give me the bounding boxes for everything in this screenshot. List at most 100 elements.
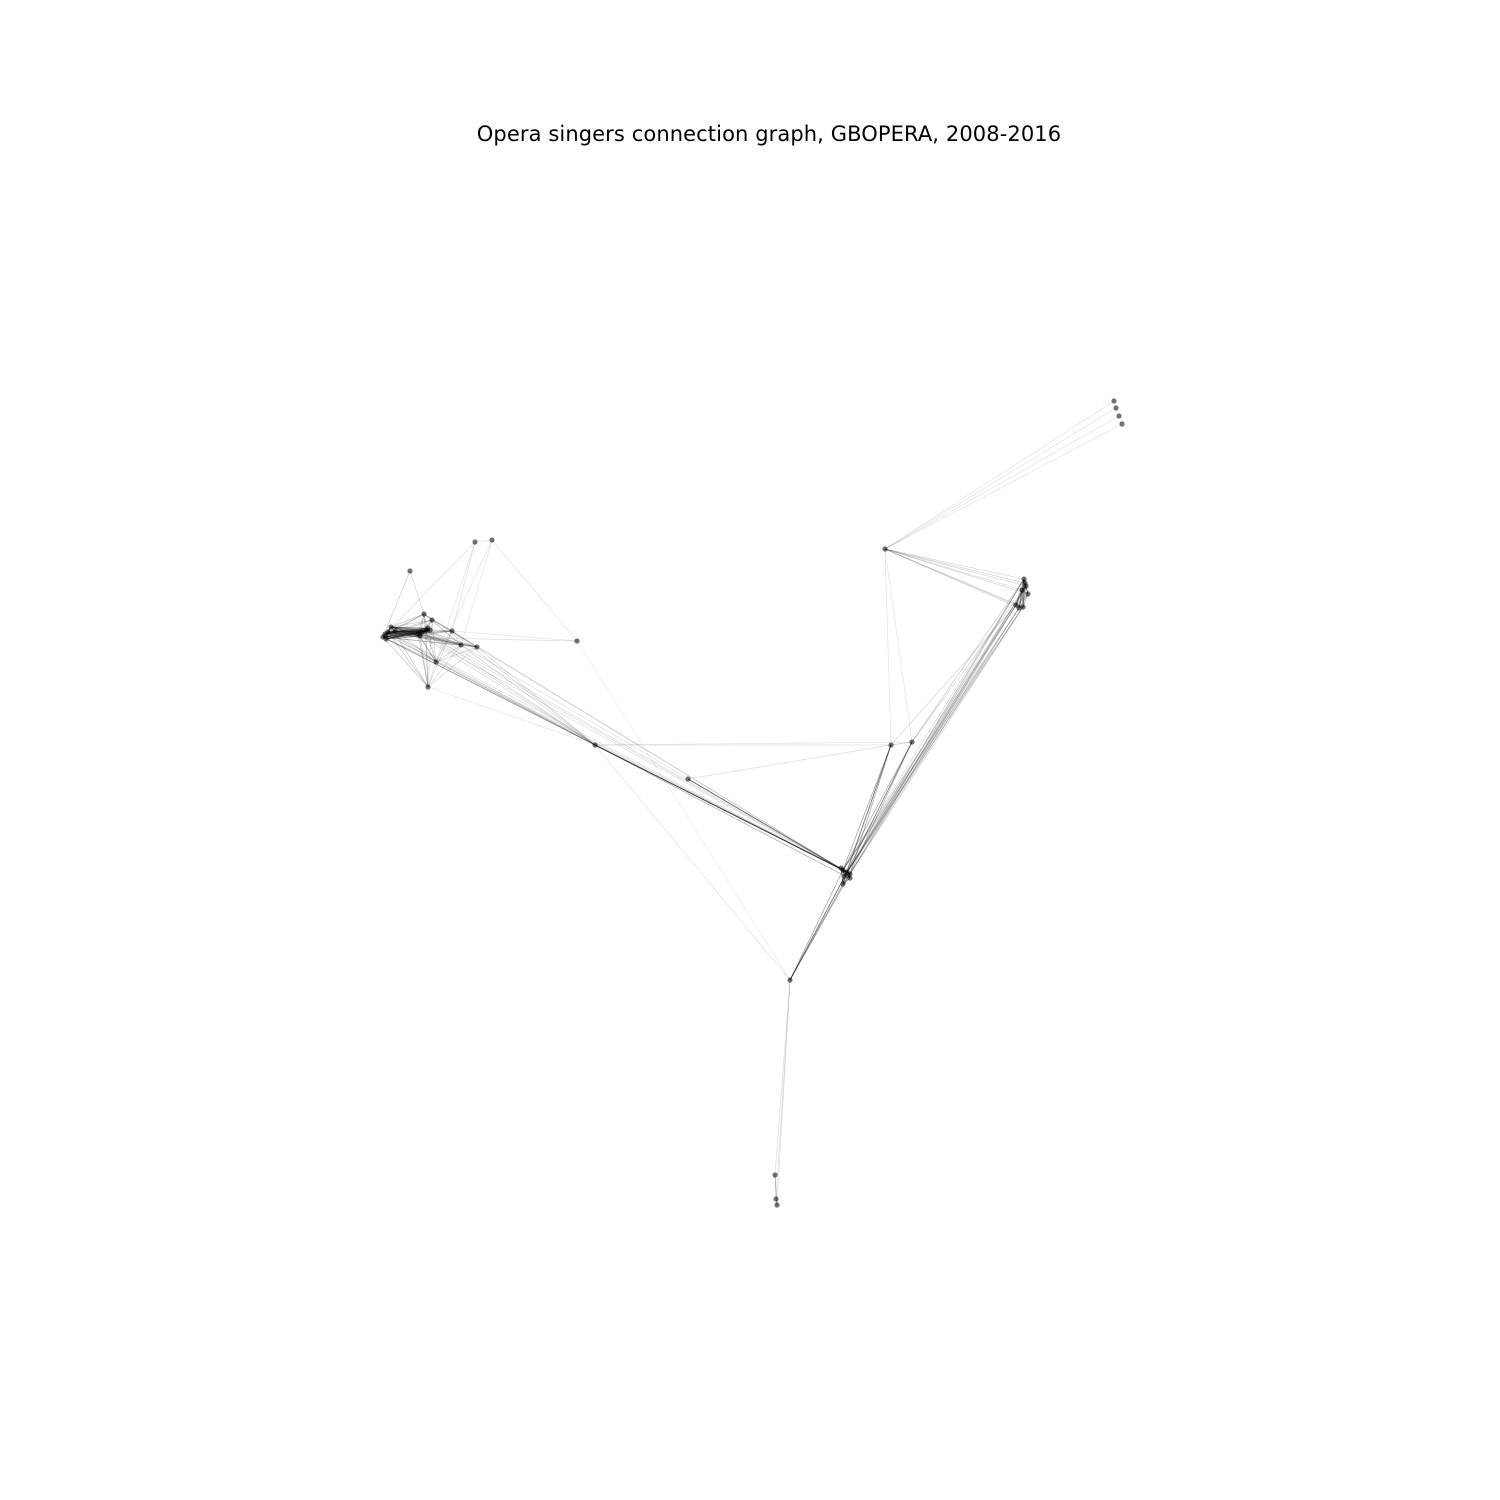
graph-edge: [394, 630, 419, 635]
graph-node: [472, 539, 478, 545]
graph-edge: [390, 626, 421, 637]
graph-edge: [884, 407, 1117, 550]
graph-edge: [425, 630, 478, 648]
graph-edge: [460, 644, 478, 648]
graph-edge: [849, 606, 1024, 875]
graph-edge: [884, 548, 1026, 584]
graph-edge: [594, 744, 851, 875]
graph-edge: [384, 630, 427, 635]
graph-node: [1116, 413, 1122, 419]
graph-edge: [687, 778, 848, 873]
graph-node: [385, 629, 391, 635]
graph-edge: [846, 578, 1025, 873]
graph-edge: [384, 633, 596, 746]
graph-node: [1016, 605, 1022, 611]
graph-edge: [789, 875, 846, 981]
graph-edge: [435, 541, 476, 663]
graph-edge: [884, 415, 1120, 550]
graph-edge: [427, 644, 462, 688]
graph-node: [773, 1196, 779, 1202]
graph-edges: [382, 400, 1123, 1206]
graph-node: [909, 739, 915, 745]
graph-edge: [687, 744, 892, 780]
graph-edge: [460, 539, 493, 646]
graph-node: [847, 875, 853, 881]
graph-edge: [884, 548, 1017, 606]
graph-edge: [844, 606, 1024, 877]
graph-node: [425, 625, 431, 631]
graph-edge: [594, 744, 844, 871]
graph-edge: [774, 979, 791, 1176]
graph-edge: [417, 633, 478, 648]
graph-edge: [435, 646, 478, 663]
graph-edge: [419, 635, 429, 688]
graph-node: [1019, 587, 1025, 593]
graph-edge: [842, 604, 1017, 871]
graph-edge: [427, 686, 596, 746]
graph-edge: [842, 607, 1020, 871]
graph-edge: [382, 636, 429, 688]
graph-node: [474, 644, 480, 650]
graph-node: [1020, 604, 1026, 610]
graph-edge: [419, 635, 462, 646]
graph-node: [383, 636, 389, 642]
graph-edge: [384, 633, 421, 637]
graph-node: [787, 977, 793, 983]
graph-edge: [491, 539, 578, 642]
graph-node: [489, 537, 495, 543]
graph-edge: [417, 633, 437, 663]
graph-edge: [594, 744, 791, 981]
graph-node: [433, 659, 439, 665]
graph-edge: [576, 640, 791, 981]
graph-edge: [846, 604, 1017, 873]
graph-edge: [421, 631, 596, 746]
graph-edge: [390, 626, 431, 631]
graph-edge: [382, 541, 476, 638]
graph-edge: [382, 636, 437, 663]
graph-edge: [849, 604, 1017, 875]
graph-node: [592, 742, 598, 748]
graph-title: Opera singers connection graph, GBOPERA,…: [476, 122, 1062, 146]
graph-node: [842, 873, 848, 879]
graph-edge: [1015, 589, 1023, 606]
graph-edge: [417, 633, 429, 688]
graph-edge: [384, 627, 429, 635]
graph-edge: [427, 646, 478, 688]
graph-edge: [846, 744, 892, 873]
graph-edge: [842, 741, 913, 871]
graph-edge: [390, 626, 437, 663]
graph-edge: [421, 631, 844, 871]
graph-edge: [687, 778, 844, 871]
graph-edge: [846, 585, 1027, 873]
graph-edge: [476, 646, 596, 746]
graph-edge: [849, 585, 1027, 875]
graph-node: [847, 871, 853, 877]
graph-edge: [594, 744, 848, 873]
graph-edge: [387, 631, 437, 663]
graph-edge: [435, 661, 844, 871]
graph-node: [1119, 421, 1125, 427]
graph-edge: [1018, 589, 1023, 609]
graph-edge: [384, 633, 844, 871]
graph-edge: [425, 630, 429, 688]
graph-edge: [435, 630, 453, 663]
graph-edge: [884, 548, 1023, 591]
graph-node: [425, 684, 431, 690]
graph-edge: [382, 570, 411, 638]
graph-edge: [384, 631, 423, 635]
graph-node: [838, 865, 844, 871]
graph-edge: [435, 644, 462, 663]
graph-edge: [387, 631, 429, 688]
graph-nodes: [380, 398, 1125, 1208]
graph-edge: [844, 744, 892, 877]
graph-edge: [419, 630, 453, 637]
graph-edge: [884, 423, 1123, 550]
graph-edge: [842, 585, 1027, 871]
graph-edge: [409, 570, 425, 615]
graph-edge: [435, 661, 596, 746]
graph-node: [388, 624, 394, 630]
graph-node: [458, 642, 464, 648]
graph-edge: [385, 638, 596, 746]
graph-edge: [884, 548, 1029, 595]
graph-edge: [385, 635, 421, 640]
